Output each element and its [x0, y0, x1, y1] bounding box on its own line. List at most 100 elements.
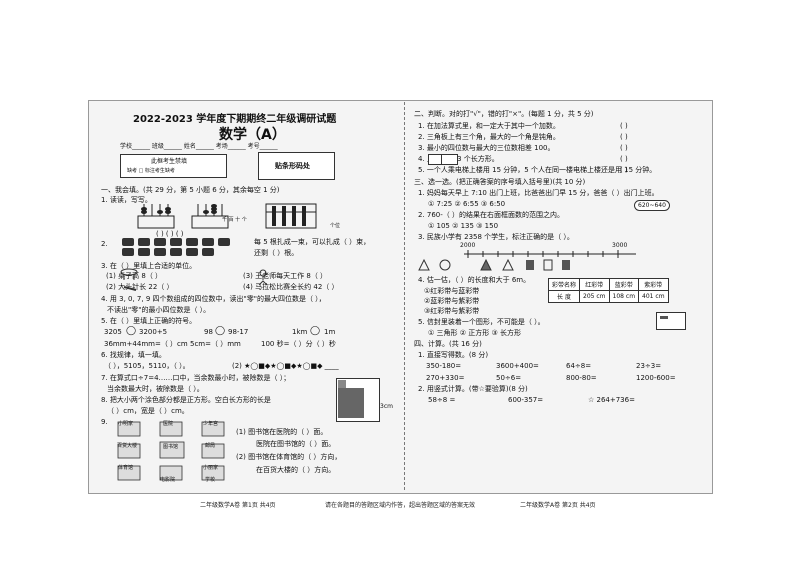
number-line-end: 3000 — [612, 242, 628, 249]
q5-r1-d: 98-17 — [228, 328, 249, 336]
table-cell: 长 度 — [547, 290, 581, 303]
judge-3: 3. 最小的四位数与最大的三位数相差 100。 — [418, 144, 555, 152]
footer-right: 二年级数学A卷 第2页 共4页 — [520, 502, 596, 509]
q9-a: (1) 图书馆在医院的（ ）面。 — [236, 428, 328, 436]
judge-1-answer[interactable]: ( ) — [620, 122, 628, 130]
q5-r1-e: 1km — [292, 328, 308, 336]
q6-a: （ ），5105，5110，（ ）。 — [104, 362, 190, 370]
table-icon — [120, 268, 138, 291]
choice-2: 2. 760-（ ）的结果在右面框面数的范围之内。 — [418, 211, 565, 219]
notice-title: 此框考生禁填 — [151, 158, 188, 165]
rectangle-figure — [428, 154, 458, 165]
q1-unit: 个位 — [330, 223, 341, 229]
table-header: 蓝彩带 — [608, 278, 640, 291]
judge-3-answer[interactable]: ( ) — [620, 144, 628, 152]
q9-c: (2) 图书馆在体育馆的（ ）方向， — [236, 453, 342, 461]
vertical-calc-item: ☆ 264+736= — [588, 396, 635, 404]
q7-b: 当余数最大时，被除数是（ ）。 — [107, 385, 204, 393]
q1-blanks: ( ) ( ) ( ) — [156, 230, 184, 238]
choice-4: 4. 估一估，（ ）的长度和大于 6m。 — [418, 276, 531, 284]
compare-circle-icon[interactable]: ◯ — [310, 326, 321, 336]
barcode-area: 贴条形码处 — [258, 152, 335, 180]
q4-a: 4. 用 3, 0, 7, 9 四个数组成的四位数中，读出"零"的最大四位数是（… — [101, 295, 326, 303]
choice-4-option-2: ②蓝彩带与紫彩带 — [424, 297, 480, 305]
q1-place-value: 千 百 十 个 — [222, 217, 247, 223]
q5-r2-a: 36mm+44mm=（ ）cm — [104, 340, 188, 348]
q3-d: (4) 马拉松比赛全长约 42（ ） — [243, 283, 339, 291]
table-row: 彩带名称 红彩带 蓝彩带 紫彩带 — [547, 278, 669, 291]
envelope-icon — [656, 312, 686, 330]
student-info-line: 学校______ 班级______ 姓名______ 考场______ 考号__… — [120, 143, 278, 150]
judge-5-answer[interactable]: ( ) — [620, 166, 628, 174]
compare-circle-icon[interactable]: ◯ — [215, 326, 226, 336]
calc-2-prompt: 2. 用竖式计算。(带☆要验算)(8 分) — [418, 385, 528, 393]
judge-4-answer[interactable]: ( ) — [620, 155, 628, 163]
section-1-title: 一、我会填。(共 29 分，第 5 小题 6 分，其余每空 1 分) — [101, 186, 280, 194]
map-label-cinema: 电影院 — [160, 477, 176, 483]
footer-notice: 请在各题目的答题区域内作答，超出答题区域的答案无效 — [325, 502, 476, 509]
section-2-title: 二、判断。对的打"√"，错的打"×"。(每题 1 分，共 5 分) — [414, 110, 594, 118]
person-icon — [258, 269, 268, 286]
abacus-icon — [137, 203, 317, 229]
q3-prompt: 3. 在（ ）里填上合适的单位。 — [101, 262, 197, 270]
q2-text-a: 每 5 根扎成一束，可以扎成（ ）束， — [254, 238, 371, 246]
q7-a: 7. 在算式口÷7=4……口中，当余数最小时，被除数是（ ）； — [101, 374, 291, 382]
calc-item: 3600+400= — [496, 362, 539, 370]
calc-item: 50÷6= — [496, 374, 522, 382]
calc-item: 350-180= — [426, 362, 462, 370]
q2-text-b: 还剩（ ）根。 — [254, 249, 299, 257]
sticks-bundle-icon — [122, 238, 230, 256]
q5-r2-c: 100 秒=（ ）分（ ）秒 — [261, 340, 336, 348]
table-header: 紫彩带 — [638, 278, 669, 291]
compare-circle-icon[interactable]: ◯ — [126, 326, 137, 336]
table-header: 彩带名称 — [547, 278, 581, 291]
number-line — [464, 250, 636, 258]
q9-b: 医院在图书馆的（ ）面。 — [256, 440, 336, 448]
calc-1-prompt: 1. 直接写得数。(8 分) — [418, 351, 489, 359]
judge-2: 2. 三角板上有三个角，最大的一个角是钝角。 — [418, 133, 560, 141]
vertical-calc-item: 58÷8 = — [428, 396, 456, 404]
choice-5-options: ① 三角形 ② 正方形 ③ 长方形 — [428, 329, 521, 337]
table-cell: 108 cm — [608, 290, 640, 303]
notice-text: 缺考 □ 标注考生缺考 — [127, 168, 175, 174]
q5-r1-b: 3200+5 — [139, 328, 168, 336]
map-label-library: 图书馆 — [163, 444, 179, 450]
q5-r1-c: 98 — [204, 328, 213, 336]
shaded-square — [338, 388, 364, 418]
choice-4-option-3: ③红彩带与紫彩带 — [424, 307, 480, 315]
q5-r1-a: 3205 — [104, 328, 122, 336]
judge-5: 5. 一个人乘电梯上楼用 15 分钟，5 个人在同一楼电梯上楼还是用 15 分钟… — [418, 166, 657, 174]
small-shaded-square — [338, 380, 346, 388]
map-label-youth-palace: 少年宫 — [203, 421, 219, 427]
q5-r2-b: 5cm=（ ）mm — [190, 340, 241, 348]
ribbon-length-table: 彩带名称 红彩带 蓝彩带 紫彩带 长 度 205 cm 108 cm 401 c… — [547, 278, 669, 303]
q5-prompt: 5. 在（ ）里填上正确的符号。 — [101, 317, 197, 325]
choice-5: 5. 信封里装着一个图形，不可能是（ ）。 — [418, 318, 545, 326]
page-divider — [404, 102, 405, 490]
q9-number: 9. — [101, 418, 108, 426]
map-label-friend-home: 小丽家 — [203, 465, 219, 471]
choice-4-option-1: ①红彩带与蓝彩带 — [424, 287, 480, 295]
q8-a: 8. 把大小两个涂色部分都是正方形。空白长方形的长是 — [101, 396, 271, 404]
table-row: 长 度 205 cm 108 cm 401 cm — [547, 290, 669, 303]
map-label-gym: 体育馆 — [118, 465, 134, 471]
calc-item: 64÷8= — [566, 362, 592, 370]
q2-number: 2. — [101, 240, 108, 248]
q8-length-label: 3cm — [380, 403, 393, 410]
q4-b: 不读出"零"的最小四位数是（ ）。 — [107, 306, 211, 314]
range-box: 620~640 — [634, 200, 670, 211]
q3-b: (2) 大头针长 22（ ） — [106, 283, 174, 291]
footer-left: 二年级数学A卷 第1页 共4页 — [200, 502, 276, 509]
number-line-start: 2000 — [460, 242, 476, 249]
section-4-title: 四、计算。(共 16 分) — [414, 340, 482, 348]
q5-r1-f: 1m — [324, 328, 336, 336]
table-cell: 205 cm — [579, 290, 610, 303]
shape-options-icon — [418, 258, 570, 271]
calc-item: 800-80= — [566, 374, 597, 382]
choice-1: 1. 妈妈每天早上 7:10 出门上班，比爸爸出门早 15 分，爸爸（ ）出门上… — [418, 189, 659, 197]
q3-c: (3) 王老师每天工作 8（ ） — [243, 272, 328, 280]
choice-1-options: ① 7:25 ② 6:55 ③ 6:50 — [428, 200, 506, 208]
map-label-school: 学校 — [205, 477, 216, 483]
judge-2-answer[interactable]: ( ) — [620, 133, 628, 141]
q9-d: 在百货大楼的（ ）方向。 — [256, 466, 336, 474]
